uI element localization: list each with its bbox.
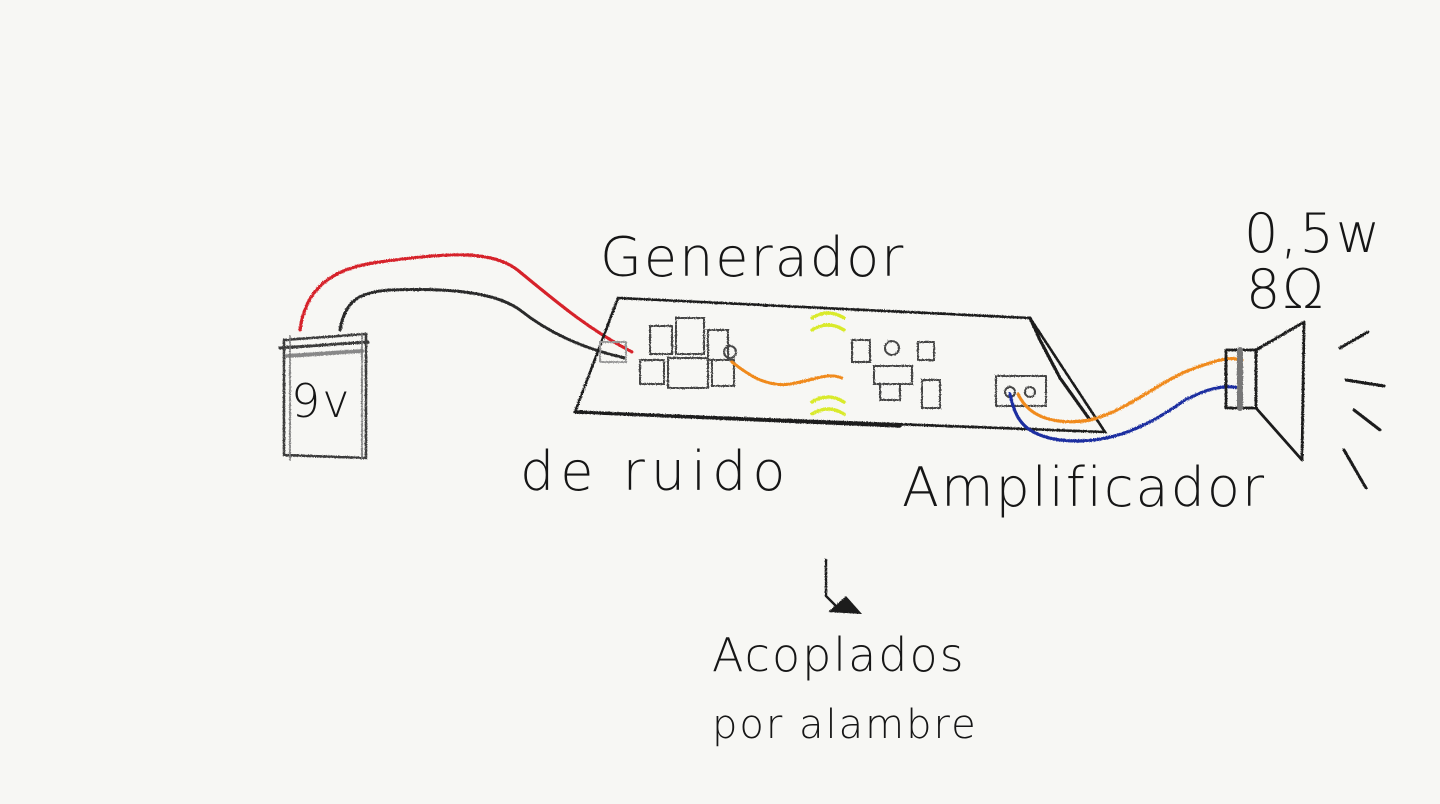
noise-generator-label-line2: de ruido (520, 440, 792, 503)
coupling-label-line1: Acoplados (712, 628, 966, 682)
speaker-icon (1224, 320, 1306, 462)
coupling-arrow (824, 558, 862, 614)
coupling-marks (810, 311, 846, 416)
amplifier-label: Amplificador (902, 456, 1267, 519)
speaker-power-label: 0,5w (1244, 202, 1383, 265)
sound-waves-icon (1338, 330, 1386, 490)
battery-label: 9v (291, 374, 352, 428)
speaker-return-wire (1008, 385, 1242, 443)
positive-wire (298, 253, 634, 354)
amplifier-components (851, 339, 1047, 409)
circuit-board (573, 296, 1108, 434)
battery-9v (278, 332, 370, 461)
signal-wire (730, 360, 844, 387)
speaker-impedance-label: 8Ω (1246, 258, 1326, 321)
noise-generator-components (599, 317, 737, 389)
noise-generator-label-line1: Generador (600, 226, 906, 289)
speaker-signal-wire (1016, 356, 1244, 424)
coupling-label-line2: por alambre (712, 702, 978, 748)
negative-wire (338, 288, 627, 360)
